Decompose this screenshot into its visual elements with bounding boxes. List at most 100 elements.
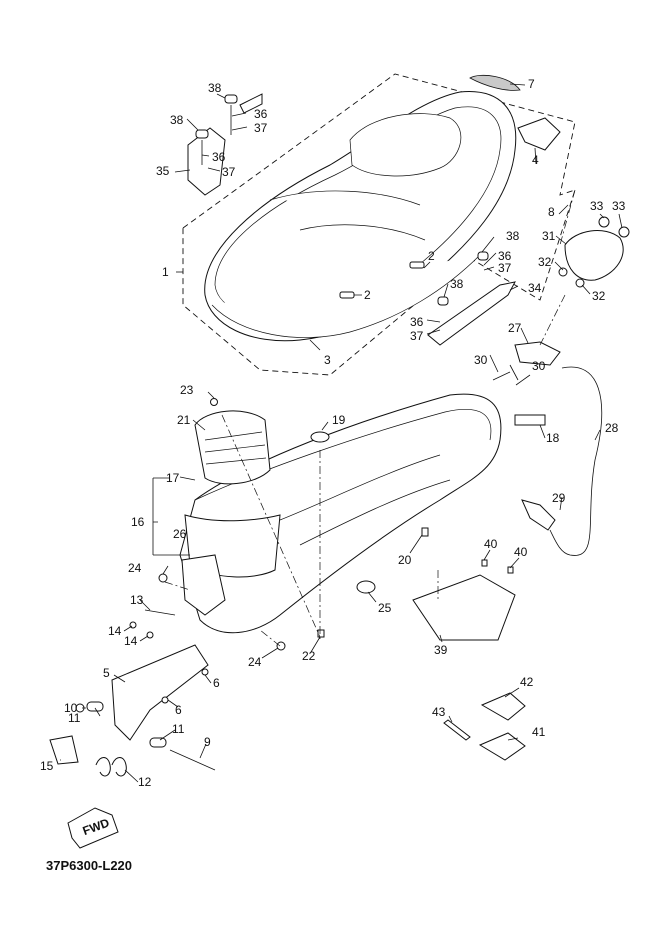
callout-7: 7 [528, 77, 535, 91]
callout-30a: 30 [474, 353, 488, 367]
bolt-30a [492, 371, 511, 381]
callout-32b: 32 [592, 289, 606, 303]
callout-42: 42 [520, 675, 534, 689]
callout-14a: 14 [108, 624, 122, 638]
damper-18 [514, 414, 546, 426]
callout-19: 19 [332, 413, 346, 427]
callout-10: 10 [64, 701, 78, 715]
washer-6b [161, 696, 169, 704]
latch-34 [427, 281, 516, 346]
cap-38d [437, 296, 449, 306]
callout-11b: 11 [172, 722, 185, 736]
callout-20: 20 [398, 553, 412, 567]
bolt-13 [144, 609, 176, 616]
fwd-arrow-shape [67, 807, 119, 849]
clip-40a [481, 559, 488, 567]
cap-38a [224, 94, 238, 104]
cover-39 [412, 574, 516, 641]
callout-4: 4 [532, 153, 539, 167]
callout-14b: 14 [124, 634, 138, 648]
callout-31: 31 [542, 229, 556, 243]
callout-36d: 36 [410, 315, 424, 329]
callout-36b: 36 [212, 150, 226, 164]
hook-assembly [49, 609, 216, 777]
lock-bracket-left [187, 93, 263, 196]
spring-12 [95, 757, 127, 777]
callout-28: 28 [605, 421, 619, 435]
callout-34: 34 [528, 281, 542, 295]
seat-stopper-2b [339, 291, 355, 299]
cap-19 [310, 431, 330, 443]
callout-37d: 37 [410, 329, 424, 343]
callout-33a: 33 [590, 199, 604, 213]
callout-12: 12 [138, 775, 152, 789]
collar-11a [86, 701, 104, 712]
callout-21: 21 [177, 413, 191, 427]
bolt-30b [515, 374, 531, 386]
seat-group [182, 73, 576, 376]
grommet-25 [356, 580, 376, 594]
bolt-24b [276, 641, 286, 651]
callout-41: 41 [532, 725, 546, 739]
pin-9 [169, 749, 216, 771]
callout-2a: 2 [428, 249, 435, 263]
callout-38d: 38 [450, 277, 464, 291]
nut-33a [598, 216, 610, 228]
seat-seam [269, 190, 426, 241]
nut-33b [618, 226, 630, 238]
cable-28 [549, 366, 602, 556]
lock-27 [514, 341, 561, 366]
clip-20 [421, 527, 429, 537]
callout-8: 8 [548, 205, 555, 219]
seat-group-outline [182, 73, 576, 376]
seat-hinge-4 [517, 117, 561, 151]
callout-37c: 37 [498, 261, 512, 275]
callout-2b: 2 [364, 288, 371, 302]
callout-39: 39 [434, 643, 448, 657]
clip-22 [317, 629, 325, 638]
callout-36c: 36 [498, 249, 512, 263]
cap-38b [195, 129, 209, 139]
document-code: 37P6300-L220 [46, 858, 132, 873]
callout-16: 16 [131, 515, 145, 529]
callout-6a: 6 [213, 676, 220, 690]
collar-32a [558, 267, 568, 277]
callout-24a: 24 [128, 561, 142, 575]
callout-24b: 24 [248, 655, 262, 669]
manual-41 [478, 732, 526, 761]
seat-lock-assembly [427, 189, 630, 386]
bracket-5 [111, 644, 209, 741]
callout-15: 15 [40, 759, 54, 773]
callout-labels: 1 2 2 3 4 5 6 6 7 8 9 10 11 11 12 13 14 … [40, 77, 626, 789]
callout-17: 17 [166, 471, 180, 485]
seat-stopper-2a [409, 261, 425, 269]
box-front [181, 554, 226, 616]
trim-7 [469, 74, 521, 91]
collar-11b [149, 737, 167, 748]
callout-38b: 38 [170, 113, 184, 127]
strap-43 [443, 719, 471, 741]
cap-38c [477, 251, 489, 261]
bolt-14b [146, 631, 154, 639]
callout-36a: 36 [254, 107, 268, 121]
callout-9: 9 [204, 735, 211, 749]
callout-35: 35 [156, 164, 170, 178]
lock-29 [521, 499, 556, 531]
manual-42 [480, 692, 526, 721]
strap-38 [239, 93, 263, 114]
storage-box [158, 393, 546, 651]
callout-40a: 40 [484, 537, 498, 551]
leader-lines [60, 83, 623, 783]
callout-1: 1 [162, 265, 169, 279]
lock-centerline [539, 189, 576, 346]
bracket-35 [187, 127, 226, 196]
plate-15 [49, 735, 79, 765]
callout-5: 5 [103, 666, 110, 680]
callout-18: 18 [546, 431, 560, 445]
washer-6a [201, 668, 209, 676]
callout-43: 43 [432, 705, 446, 719]
seat-rider-pad [349, 113, 462, 177]
lid-21-ribs [204, 431, 267, 465]
callout-6b: 6 [175, 703, 182, 717]
callout-38a: 38 [208, 81, 222, 95]
